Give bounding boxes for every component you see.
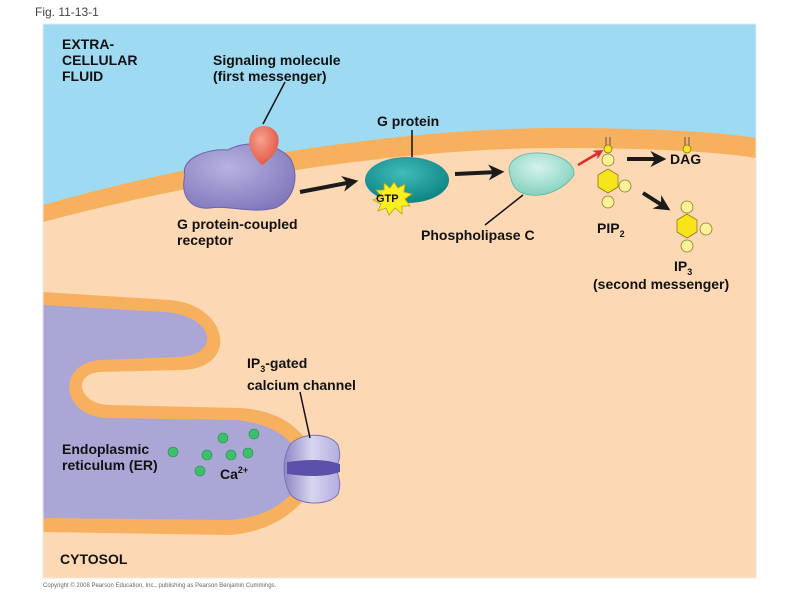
pip2-molecule [597,137,632,209]
er-lumen [43,305,304,520]
arrow-receptor-to-gprotein [299,175,359,194]
g-protein-label: G protein [377,113,440,129]
dag-label: DAG [670,151,702,167]
ip3-molecule [676,200,713,253]
arrow-to-ip3 [641,191,671,211]
signaling-molecule-label: Signaling molecule(first messenger) [213,52,341,84]
cytosol-label: CYTOSOL [60,551,128,567]
arrow-gprotein-to-plc [454,164,505,181]
g-protein-coupled-receptor [183,143,296,211]
gtp-starburst [372,181,413,216]
ip3-gated-calcium-channel [283,434,341,504]
dag-molecule [682,137,692,154]
calcium-label: Ca2+ [220,465,249,482]
figure-label: Fig. 11-13-1 [35,5,99,19]
calcium-ions [167,428,260,477]
signaling-molecule [249,126,279,165]
calcium-channel-label: IP3-gated calcium channel [247,355,356,393]
second-messenger-label: (second messenger) [593,276,730,292]
phospholipase-c-label: Phospholipase C [421,227,535,243]
gtp-label: GTP [376,193,399,205]
copyright-notice: Copyright © 2008 Pearson Education, Inc.… [43,583,277,589]
red-arrow-plc-to-pip2 [577,149,604,167]
ip3-label: IP3 [674,258,693,277]
phospholipase-c [508,152,575,196]
pip2-label: PIP2 [597,220,625,239]
